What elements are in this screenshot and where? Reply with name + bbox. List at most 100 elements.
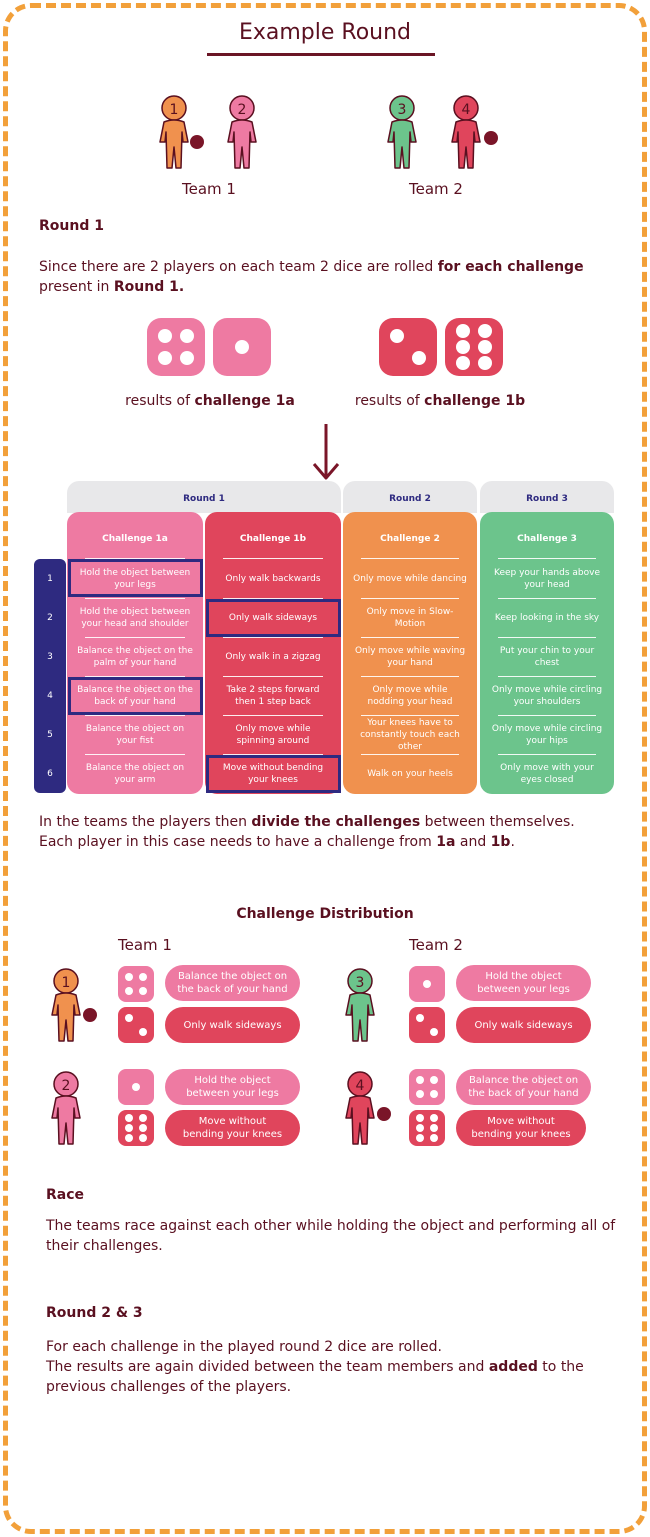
team-2-label: Team 2 <box>409 180 463 198</box>
dist-player-2-number: 2 <box>62 1078 71 1094</box>
table-cell: Only move while dancing <box>353 573 467 584</box>
cell-divider <box>498 637 596 638</box>
column-header-3: Challenge 3 <box>517 534 577 544</box>
distribution-team-2-label: Team 2 <box>409 936 463 954</box>
column-header-1a: Challenge 1a <box>102 534 168 544</box>
player-4-number: 4 <box>462 102 471 118</box>
table-cell: Hold the object between your head and sh… <box>79 606 191 629</box>
header-divider <box>85 558 185 559</box>
highlight-1a-row-1 <box>68 559 203 597</box>
dist-player-4-number: 4 <box>356 1078 365 1094</box>
challenge-pill-p2-1a: Hold the object between your legs <box>165 1069 300 1105</box>
column-header-1b: Challenge 1b <box>239 534 307 544</box>
highlight-1b-row-2 <box>206 599 341 637</box>
cell-divider <box>85 715 185 716</box>
group-header-round-2: Round 2 <box>343 481 477 513</box>
race-heading: Race <box>46 1187 85 1203</box>
challenge-pill-p3-1b: Only walk sideways <box>456 1007 591 1043</box>
cell-divider <box>85 676 185 677</box>
cell-divider <box>361 598 459 599</box>
player-1-figure-icon: 1 <box>159 95 204 169</box>
table-cell: Only move while circling your shoulders <box>491 684 603 707</box>
highlight-1a-row-4 <box>68 677 203 715</box>
group-header-round-1: Round 1 <box>67 481 341 513</box>
row-number: 4 <box>47 690 53 701</box>
small-die-four-icon <box>118 966 154 1002</box>
small-die-six-icon <box>409 1110 445 1146</box>
table-cell: Only move with your eyes closed <box>500 762 594 785</box>
die-six-icon <box>445 318 503 376</box>
small-die-six-icon <box>118 1110 154 1146</box>
header-divider <box>498 558 596 559</box>
table-cell: Balance the object on the back of your h… <box>77 684 193 707</box>
table-cell: Only walk sideways <box>228 612 318 623</box>
table-cell: Keep your hands above your head <box>494 567 600 590</box>
cell-divider <box>361 637 459 638</box>
challenge-pill-p3-1a: Hold the object between your legs <box>456 965 591 1001</box>
cell-divider <box>498 676 596 677</box>
results-label-1a: results of challenge 1a <box>125 393 295 409</box>
row-number: 2 <box>47 612 53 623</box>
table-cell: Only walk in a zigzag <box>225 651 321 662</box>
cell-divider <box>223 676 323 677</box>
distribution-team-1-label: Team 1 <box>118 936 172 954</box>
cell-divider <box>223 754 323 755</box>
player-1-number: 1 <box>170 102 179 118</box>
player-2-number: 2 <box>238 102 247 118</box>
challenge-pill-p4-1b: Move without bending your knees <box>456 1110 586 1146</box>
table-cell: Put your chin to your chest <box>499 645 595 668</box>
table-cell: Your knees have to constantly touch each… <box>360 717 460 752</box>
table-cell: Only move while waving your hand <box>354 645 466 668</box>
round-1-heading: Round 1 <box>39 218 104 234</box>
page-title: Example Round <box>238 20 412 45</box>
table-cell: Balance the object on your arm <box>85 762 185 785</box>
table-cell: Balance the object on the palm of your h… <box>77 645 193 668</box>
cell-divider <box>223 598 323 599</box>
cell-divider <box>223 715 323 716</box>
cell-divider <box>498 754 596 755</box>
dist-player-4-icon: 4 <box>345 1071 391 1145</box>
small-die-one-icon <box>118 1069 154 1105</box>
player-3-number: 3 <box>398 102 407 118</box>
header-divider <box>361 558 459 559</box>
player-2-figure-icon: 2 <box>227 95 257 169</box>
table-cell: Walk on your heels <box>367 768 453 779</box>
race-description: The teams race against each other while … <box>46 1218 616 1254</box>
table-cell: Move without bending your knees <box>222 762 324 785</box>
table-cell: Keep looking in the sky <box>494 612 600 623</box>
header-divider <box>223 558 323 559</box>
group-header-round-3: Round 3 <box>480 481 614 513</box>
column-challenge-3: Challenge 3 Keep your hands above your h… <box>480 512 614 794</box>
table-cell: Balance the object on your fist <box>85 723 185 746</box>
divide-description: In the teams the players then divide the… <box>39 814 575 850</box>
cell-divider <box>498 598 596 599</box>
highlight-1b-row-6 <box>206 755 341 793</box>
dist-player-1-icon: 1 <box>51 968 97 1042</box>
small-die-four-icon <box>409 1069 445 1105</box>
table-cell: Only move while spinning around <box>235 723 311 746</box>
dist-player-3-icon: 3 <box>345 968 375 1042</box>
dist-player-3-number: 3 <box>356 975 365 991</box>
cell-divider <box>223 637 323 638</box>
die-four-icon <box>147 318 205 376</box>
cell-divider <box>361 715 459 716</box>
table-cell: Take 2 steps forward then 1 step back <box>226 684 320 707</box>
small-die-two-icon <box>118 1007 154 1043</box>
results-label-1b: results of challenge 1b <box>354 393 526 409</box>
challenge-pill-p1-1b: Only walk sideways <box>165 1007 300 1043</box>
dist-player-2-icon: 2 <box>51 1071 81 1145</box>
table-cell: Hold the object between your legs <box>79 567 191 590</box>
challenge-pill-p1-1a: Balance the object on the back of your h… <box>165 965 300 1001</box>
dist-player-1-number: 1 <box>62 975 71 991</box>
challenge-pill-p4-1a: Balance the object on the back of your h… <box>456 1069 591 1105</box>
table-cell: Only walk backwards <box>225 573 321 584</box>
cell-divider <box>498 715 596 716</box>
player-4-figure-icon: 4 <box>451 95 498 169</box>
title-underline <box>207 53 435 56</box>
small-die-two-icon <box>409 1007 445 1043</box>
die-one-icon <box>213 318 271 376</box>
dashed-frame <box>3 3 647 1534</box>
